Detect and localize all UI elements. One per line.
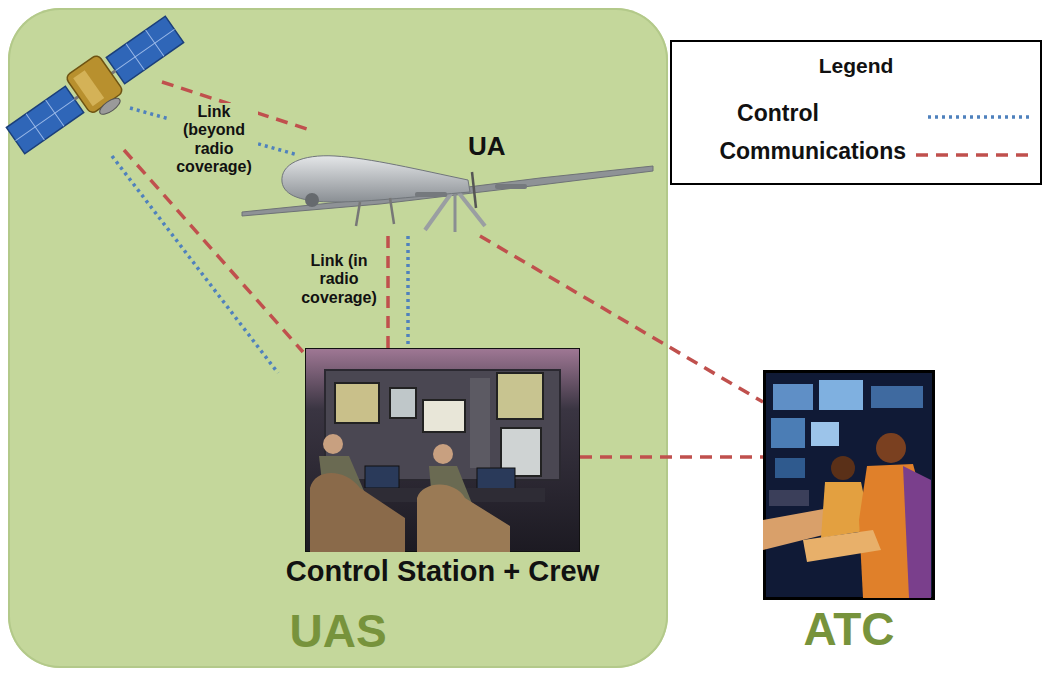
legend-text: Communications: [680, 139, 906, 164]
aircraft-node: UA: [240, 132, 655, 236]
control-station-illustration: [305, 348, 580, 552]
atc-node: ATC: [763, 370, 935, 600]
drone-illustration: [240, 132, 655, 236]
link-label: Link (beyond radio coverage): [170, 103, 258, 177]
control-station-node: Control Station + Crew: [305, 348, 580, 552]
region-title: UAS: [8, 608, 668, 654]
aircraft-label: UA: [468, 132, 506, 161]
legend-sample-communications: [916, 153, 1036, 157]
system-region: UAS UA Control Station + Crew: [8, 8, 668, 668]
communication-link: [580, 455, 763, 459]
legend-text: Control: [690, 101, 866, 126]
link-label: Link (in radio coverage): [298, 252, 380, 307]
legend-sample-control: [928, 115, 1030, 119]
atc-illustration: [763, 370, 935, 600]
station-caption: Control Station + Crew: [286, 556, 599, 588]
communication-link: [386, 236, 390, 348]
satellite-links: [112, 82, 310, 373]
satellite: [2, 10, 192, 166]
legend-box: [671, 41, 1041, 184]
atc-caption: ATC: [803, 606, 894, 652]
control-link: [406, 236, 410, 348]
communication-link: [480, 236, 763, 402]
legend-title: Legend: [673, 54, 1039, 78]
